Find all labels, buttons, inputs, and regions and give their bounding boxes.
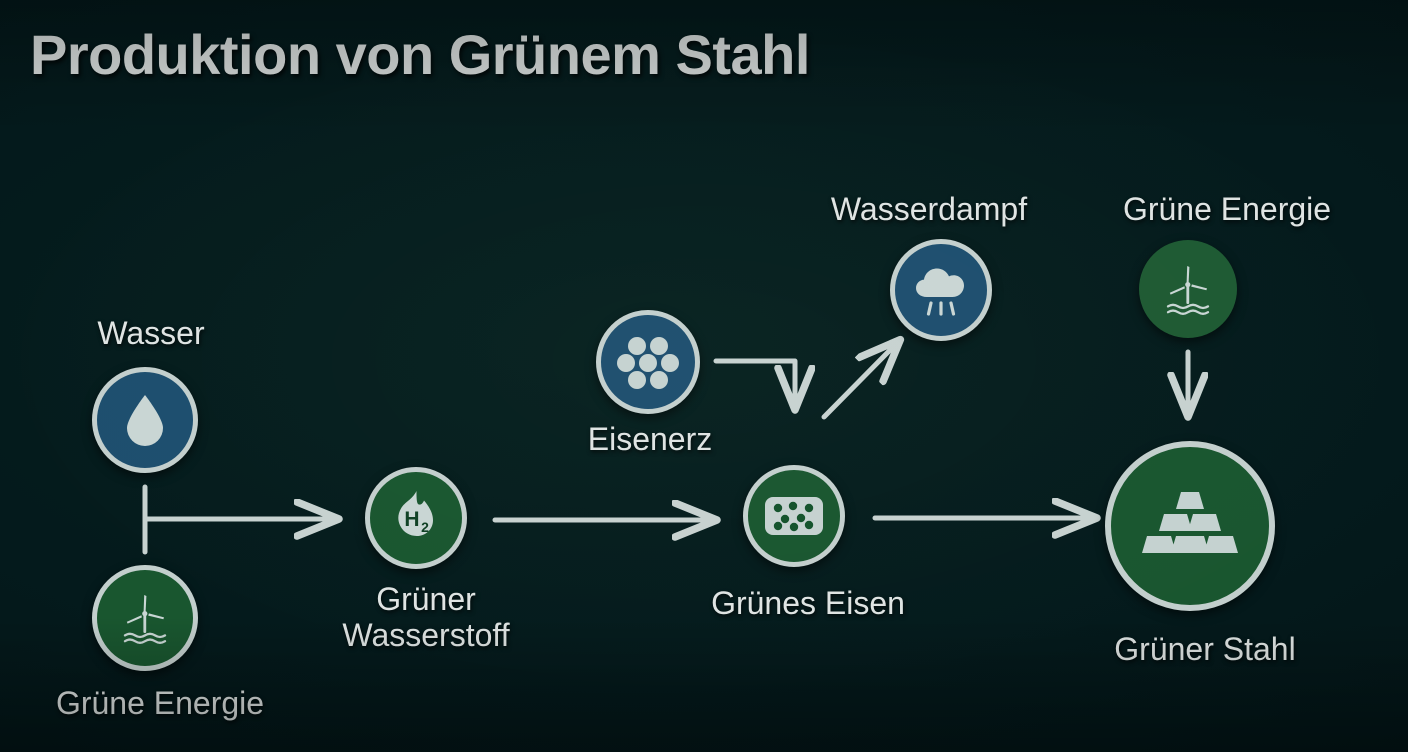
page-title: Produktion von Grünem Stahl bbox=[30, 23, 810, 86]
label-gruener-stahl: Grüner Stahl bbox=[1114, 631, 1296, 667]
eisenerz-disc bbox=[596, 310, 700, 414]
node-wasserdampf[interactable] bbox=[890, 239, 992, 341]
rain-cloud-icon bbox=[916, 268, 964, 316]
node-gruener-stahl[interactable] bbox=[1105, 441, 1275, 611]
green-iron-briquette-icon bbox=[765, 497, 823, 535]
gruener-wasserstoff-disc: H 2 bbox=[365, 467, 467, 569]
label-gruener-wasserstoff-line1: Grüner bbox=[376, 581, 476, 617]
wasser-disc bbox=[92, 367, 198, 473]
node-gruene-energie-unten[interactable] bbox=[92, 565, 198, 671]
node-gruene-energie-oben[interactable] bbox=[1139, 240, 1237, 338]
h2-symbol-letter: H bbox=[404, 508, 419, 531]
wasserdampf-disc bbox=[890, 239, 992, 341]
connector-eisen-to-wasserdampf bbox=[821, 341, 899, 420]
hydrogen-flame-icon: H 2 bbox=[398, 491, 433, 536]
label-gruenes-eisen: Grünes Eisen bbox=[711, 585, 905, 621]
label-eisenerz: Eisenerz bbox=[587, 421, 713, 457]
label-gruene-energie-oben: Grüne Energie bbox=[1122, 191, 1332, 227]
label-wasserdampf: Wasserdampf bbox=[830, 191, 1028, 227]
gruener-stahl-disc bbox=[1105, 441, 1275, 611]
label-gruener-wasserstoff-line2: Wasserstoff bbox=[342, 616, 510, 653]
node-eisenerz[interactable] bbox=[596, 310, 700, 414]
wind-turbine-icon bbox=[123, 595, 167, 644]
gruene-energie-unten-disc bbox=[92, 565, 198, 671]
gruenes-eisen-disc bbox=[743, 465, 845, 567]
connector-bracket-wasser-energie bbox=[142, 484, 337, 555]
wind-turbine-icon bbox=[1166, 266, 1210, 315]
node-gruener-wasserstoff[interactable]: H 2 bbox=[365, 467, 467, 569]
node-wasser[interactable] bbox=[92, 367, 198, 473]
node-gruenes-eisen[interactable] bbox=[743, 465, 845, 567]
iron-ore-dots-icon bbox=[617, 337, 679, 389]
water-drop-icon bbox=[127, 395, 163, 446]
label-gruener-wasserstoff: Grüner Wasserstoff bbox=[342, 581, 510, 654]
gruene-energie-oben-disc bbox=[1139, 240, 1237, 338]
h2-symbol-subscript: 2 bbox=[421, 519, 429, 535]
label-gruene-energie-unten: Grüne Energie bbox=[55, 685, 265, 721]
connector-eisenerz-elbow bbox=[713, 358, 795, 408]
steel-ingots-icon bbox=[1142, 492, 1238, 553]
label-wasser: Wasser bbox=[97, 315, 205, 351]
